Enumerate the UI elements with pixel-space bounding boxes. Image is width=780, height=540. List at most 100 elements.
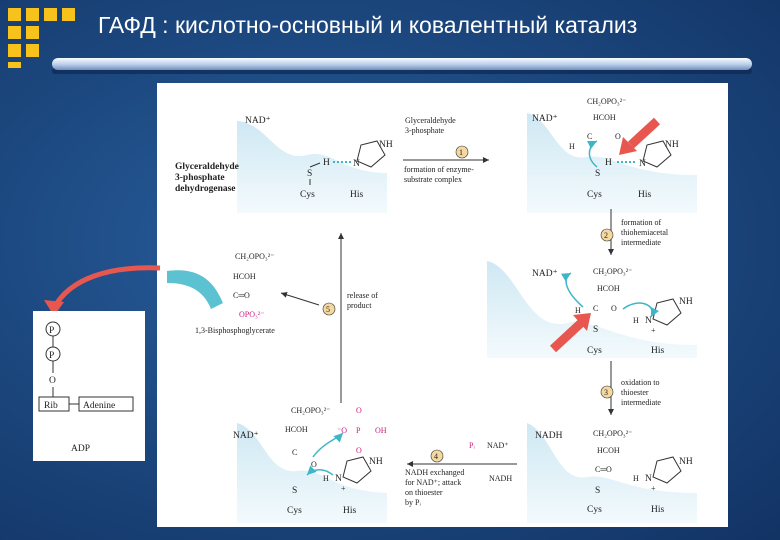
title-divider: [52, 58, 752, 70]
ch2opo3-c: CH₂OPO₃²⁻: [593, 267, 632, 276]
cys-label-e: Cys: [287, 506, 302, 516]
step4-label-4: by Pᵢ: [405, 498, 421, 507]
cys-s-e: S: [292, 486, 297, 496]
his-label-b: His: [638, 190, 652, 200]
cys-s-b: S: [595, 169, 600, 179]
electron-arrow-e: [312, 432, 344, 458]
his-h-d: H: [633, 474, 639, 483]
step4-label-2: for NAD⁺; attack: [405, 478, 461, 487]
step4-nad: NAD⁺: [487, 441, 509, 450]
step1-label-2: substrate complex: [404, 175, 462, 184]
his-label-e: His: [343, 506, 357, 516]
o-bottom-e: O: [356, 446, 362, 455]
c-c: C: [593, 304, 598, 313]
nadh-d: NADH: [535, 431, 563, 441]
o-top-e: O: [356, 406, 362, 415]
step3-label-1: oxidation to: [621, 378, 659, 387]
step5-number: 5: [326, 305, 330, 314]
hcoh-b: HCOH: [593, 113, 616, 122]
cys-h-b: H: [605, 158, 612, 168]
enzyme-surface-d: [527, 423, 697, 523]
electron-arrow-e2: [306, 465, 334, 476]
step5-label-2: product: [347, 301, 372, 310]
h-b: H: [569, 142, 575, 151]
step4-pi: Pᵢ: [469, 441, 475, 450]
product-co: C═O: [233, 291, 250, 300]
c-e: C: [292, 448, 297, 457]
adp-o: O: [49, 376, 56, 386]
imidazole-ring-e: [342, 456, 372, 484]
highlight-arrow-c: [549, 319, 585, 353]
electron-arrow-c2: [560, 272, 584, 308]
logo-squares-icon: [8, 8, 78, 68]
adp-rib: Rib: [44, 401, 58, 411]
product-name: 1,3-Bisphosphoglycerate: [195, 326, 275, 335]
step2-label-1: formation of: [621, 218, 662, 227]
o-c: O: [611, 304, 617, 313]
step4-label-3: on thioester: [405, 488, 443, 497]
adp-adenine: Adenine: [83, 401, 115, 411]
step1-number: 1: [459, 148, 463, 157]
oh-e: OH: [375, 426, 387, 435]
hcoh-e: HCOH: [285, 425, 308, 434]
ch2opo3-b: CH₂OPO₃²⁻: [587, 97, 626, 106]
cys-h-a: H: [323, 158, 330, 168]
highlight-arrowhead-c: [573, 313, 591, 331]
nad-a: NAD⁺: [245, 116, 271, 126]
his-h-e: H: [323, 474, 329, 483]
step2-label-3: intermediate: [621, 238, 661, 247]
his-label-d: His: [651, 505, 665, 515]
phosphate-transfer-arrow: [44, 265, 161, 316]
co-d: C═O: [595, 465, 612, 474]
step5-label-1: release of: [347, 291, 378, 300]
mechanism-figure: NAD⁺ Glyceraldehyde 3-phosphate dehydrog…: [157, 83, 728, 527]
his-nh-c: NH: [679, 297, 693, 307]
cys-label-b: Cys: [587, 190, 602, 200]
enzyme-name-2: 3-phosphate: [175, 173, 225, 183]
step4-label-1: NADH exchanged: [405, 468, 464, 477]
his-plus-d: +: [651, 484, 656, 493]
his-n-a: N: [353, 159, 360, 169]
imidazole-ring-c: [652, 298, 682, 326]
enzyme-surface-c: [487, 261, 697, 358]
step2-label-2: thiohemiacetal: [621, 228, 669, 237]
product-opo3: OPO₃²⁻: [239, 310, 264, 319]
enzyme-name-1: Glyceraldehyde: [175, 162, 239, 172]
adp-transfer-arrow: [167, 270, 223, 309]
cys-label-a: Cys: [300, 190, 315, 200]
step2-number: 2: [604, 231, 608, 240]
cys-bond-a: [309, 162, 321, 185]
adp-p1: P: [49, 326, 54, 336]
cys-label-d: Cys: [587, 505, 602, 515]
ch2opo3-d: CH₂OPO₃²⁻: [593, 429, 632, 438]
enzyme-surface-e: [237, 423, 387, 523]
adp-structure: P P O Rib Adenine ADP: [38, 321, 134, 454]
slide-title: ГАФД : кислотно-основный и ковалентный к…: [98, 12, 638, 38]
step3-label-2: thioester: [621, 388, 649, 397]
his-n-e: N: [335, 474, 342, 484]
mechanism-diagram: NAD⁺ Glyceraldehyde 3-phosphate dehydrog…: [167, 97, 697, 523]
enzyme-surface-a: [237, 121, 387, 213]
step3-number: 3: [604, 388, 608, 397]
nad-b: NAD⁺: [532, 114, 558, 124]
adp-p2: P: [49, 351, 54, 361]
o-minus-e: ⁻O: [337, 426, 347, 435]
his-n-c: N: [645, 316, 652, 326]
nad-e: NAD⁺: [233, 431, 259, 441]
substrate-name-2: 3-phosphate: [405, 126, 445, 135]
p-e: P: [356, 426, 361, 435]
o-b: O: [615, 132, 621, 141]
hcoh-d: HCOH: [597, 446, 620, 455]
nad-c: NAD⁺: [532, 269, 558, 279]
cys-s-d: S: [595, 486, 600, 496]
electron-arrow-b: [586, 140, 598, 168]
imidazole-ring-b: [642, 140, 672, 168]
product-ch2opo3: CH₂OPO₃²⁻: [235, 252, 274, 261]
his-n-b: N: [639, 159, 646, 169]
enzyme-surface-b: [527, 113, 697, 213]
his-label-a: His: [350, 190, 364, 200]
step4-number: 4: [434, 452, 438, 461]
his-n-d: N: [645, 474, 652, 484]
cys-s-a: S: [307, 169, 312, 179]
electron-arrow-c: [622, 302, 660, 318]
